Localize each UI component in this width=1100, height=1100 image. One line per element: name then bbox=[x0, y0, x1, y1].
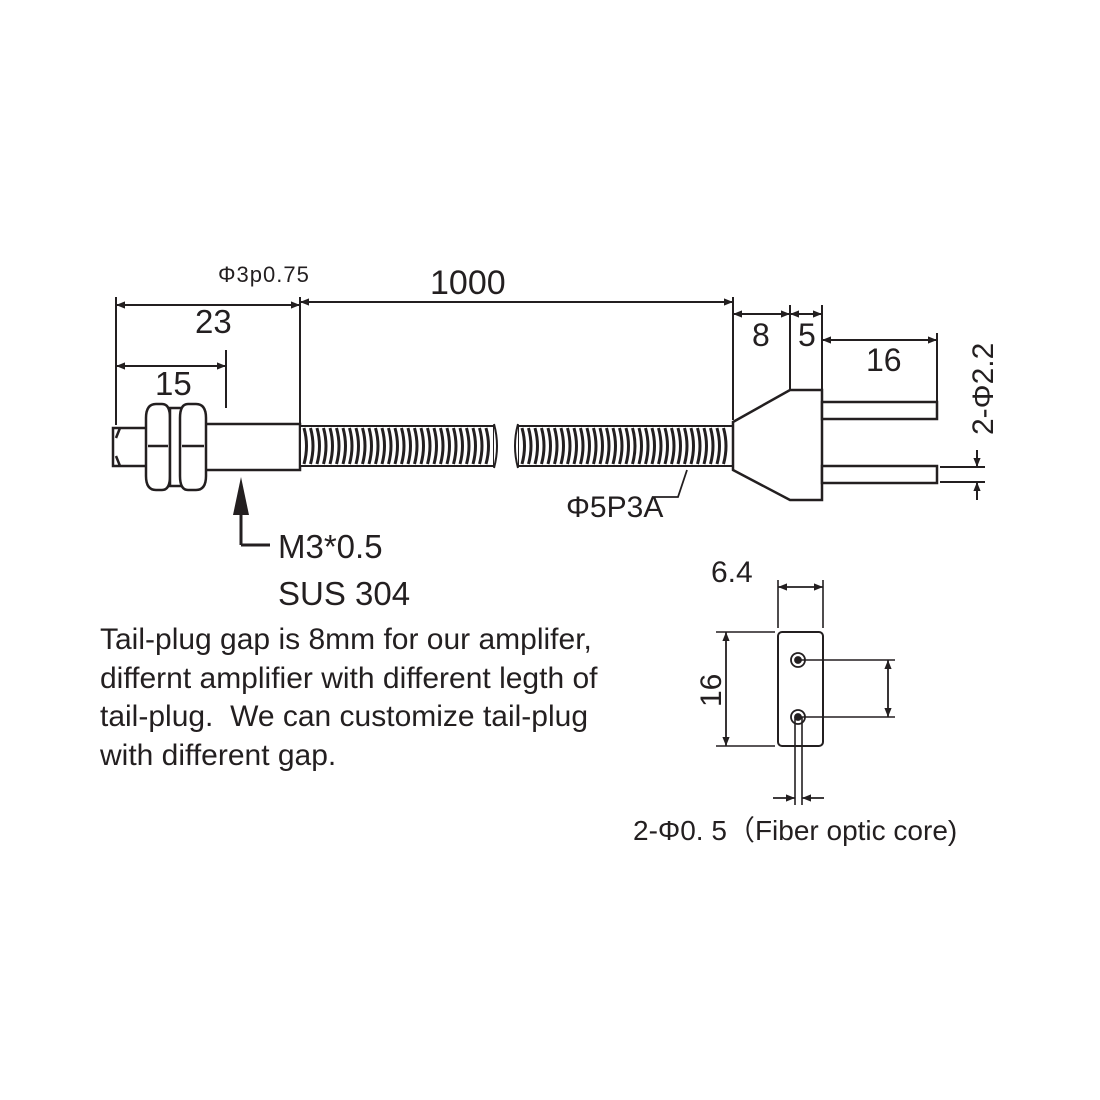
cable-coil bbox=[592, 427, 598, 465]
cable-coil bbox=[367, 427, 373, 465]
end-view-width-label: 6.4 bbox=[711, 556, 753, 589]
cable-coil bbox=[413, 427, 419, 465]
cable-coil bbox=[328, 427, 334, 465]
cable-coil bbox=[432, 427, 438, 465]
cable-coil bbox=[644, 427, 650, 465]
cable-coil bbox=[559, 427, 565, 465]
cable-coil bbox=[579, 427, 585, 465]
thread-length-label: 15 bbox=[155, 365, 192, 402]
fiber-pin bbox=[820, 400, 939, 421]
note-line: tail-plug. We can customize tail-plug bbox=[100, 700, 588, 733]
cable-coil bbox=[302, 427, 308, 465]
cable-coil bbox=[335, 427, 341, 465]
head-length-label: 23 bbox=[195, 303, 232, 340]
cable-coil bbox=[715, 427, 721, 465]
cable-coil bbox=[354, 427, 360, 465]
cable-coil bbox=[689, 427, 695, 465]
material-label: SUS 304 bbox=[278, 575, 410, 612]
cable-coil bbox=[315, 427, 321, 465]
thread-label: M3*0.5 bbox=[278, 528, 383, 565]
fiber-pin bbox=[820, 464, 939, 485]
fiber-core-hole bbox=[790, 709, 806, 725]
cable-coil bbox=[393, 427, 399, 465]
cable-coil bbox=[566, 427, 572, 465]
armored-cable bbox=[299, 423, 734, 469]
dimension-lines bbox=[115, 297, 985, 500]
note-line: differnt amplifier with different legth … bbox=[100, 661, 598, 695]
note-line: Tail-plug gap is 8mm for our amplifer, bbox=[100, 623, 592, 656]
cable-coil bbox=[322, 427, 328, 465]
cable-coil bbox=[465, 427, 471, 465]
cable-coil bbox=[374, 427, 380, 465]
cable-coil bbox=[624, 427, 630, 465]
cable-coil bbox=[605, 427, 611, 465]
cable-coil bbox=[426, 427, 432, 465]
cable-coil bbox=[348, 427, 354, 465]
cable-coil bbox=[445, 427, 451, 465]
cable-coil bbox=[572, 427, 578, 465]
cable-coil bbox=[406, 427, 412, 465]
cable-length-label: 1000 bbox=[430, 264, 506, 302]
pin-diameter-label: 2-Φ2.2 bbox=[967, 343, 1000, 435]
cable-coil bbox=[611, 427, 617, 465]
cable-coil bbox=[553, 427, 559, 465]
cable-coil bbox=[683, 427, 689, 465]
cable-coil bbox=[657, 427, 663, 465]
cable-coil bbox=[387, 427, 393, 465]
cable-coil bbox=[452, 427, 458, 465]
cable-coil bbox=[520, 427, 526, 465]
cable-coil bbox=[650, 427, 656, 465]
cable-coil bbox=[637, 427, 643, 465]
cable-coil bbox=[598, 427, 604, 465]
thread-spec-label: Φ3p0.75 bbox=[218, 262, 310, 287]
cable-coil bbox=[361, 427, 367, 465]
sleeve-spec-label: Φ5P3A bbox=[566, 491, 663, 524]
plug-gap-label: 8 bbox=[752, 317, 770, 353]
cable-coil bbox=[540, 427, 546, 465]
cable-coil bbox=[478, 427, 484, 465]
plug-neck-label: 5 bbox=[798, 317, 816, 353]
cable-coil bbox=[400, 427, 406, 465]
tail-plug-note: Tail-plug gap is 8mm for our amplifer, d… bbox=[100, 621, 700, 775]
cable-coil bbox=[618, 427, 624, 465]
note-line: with different gap. bbox=[100, 738, 337, 772]
cable-coil bbox=[709, 427, 715, 465]
cable-coil bbox=[676, 427, 682, 465]
sensor-head bbox=[111, 402, 302, 492]
cable-coil bbox=[471, 427, 477, 465]
cable-coil bbox=[663, 427, 669, 465]
cable-coil bbox=[722, 427, 728, 465]
cable-coil bbox=[439, 427, 445, 465]
end-view-height-label: 16 bbox=[695, 674, 728, 707]
cable-coil bbox=[585, 427, 591, 465]
cable-coil bbox=[380, 427, 386, 465]
end-view bbox=[716, 580, 895, 805]
cable-coil bbox=[546, 427, 552, 465]
cable-coil bbox=[527, 427, 533, 465]
cable-coil bbox=[696, 427, 702, 465]
sensor-barrel bbox=[198, 422, 302, 472]
cable-coil bbox=[533, 427, 539, 465]
cable-coil bbox=[419, 427, 425, 465]
cable-coil bbox=[341, 427, 347, 465]
cable-coil bbox=[458, 427, 464, 465]
pin-length-label: 16 bbox=[866, 342, 902, 378]
cable-coil bbox=[309, 427, 315, 465]
cable-coil bbox=[670, 427, 676, 465]
thread-callout-arrow bbox=[233, 477, 270, 547]
fiber-core-hole bbox=[790, 652, 806, 668]
cable-coil bbox=[631, 427, 637, 465]
fiber-core-label: 2-Φ0. 5（Fiber optic core) bbox=[633, 815, 957, 846]
cable-coil bbox=[484, 427, 490, 465]
tail-plug bbox=[731, 388, 939, 502]
cable-coil bbox=[702, 427, 708, 465]
